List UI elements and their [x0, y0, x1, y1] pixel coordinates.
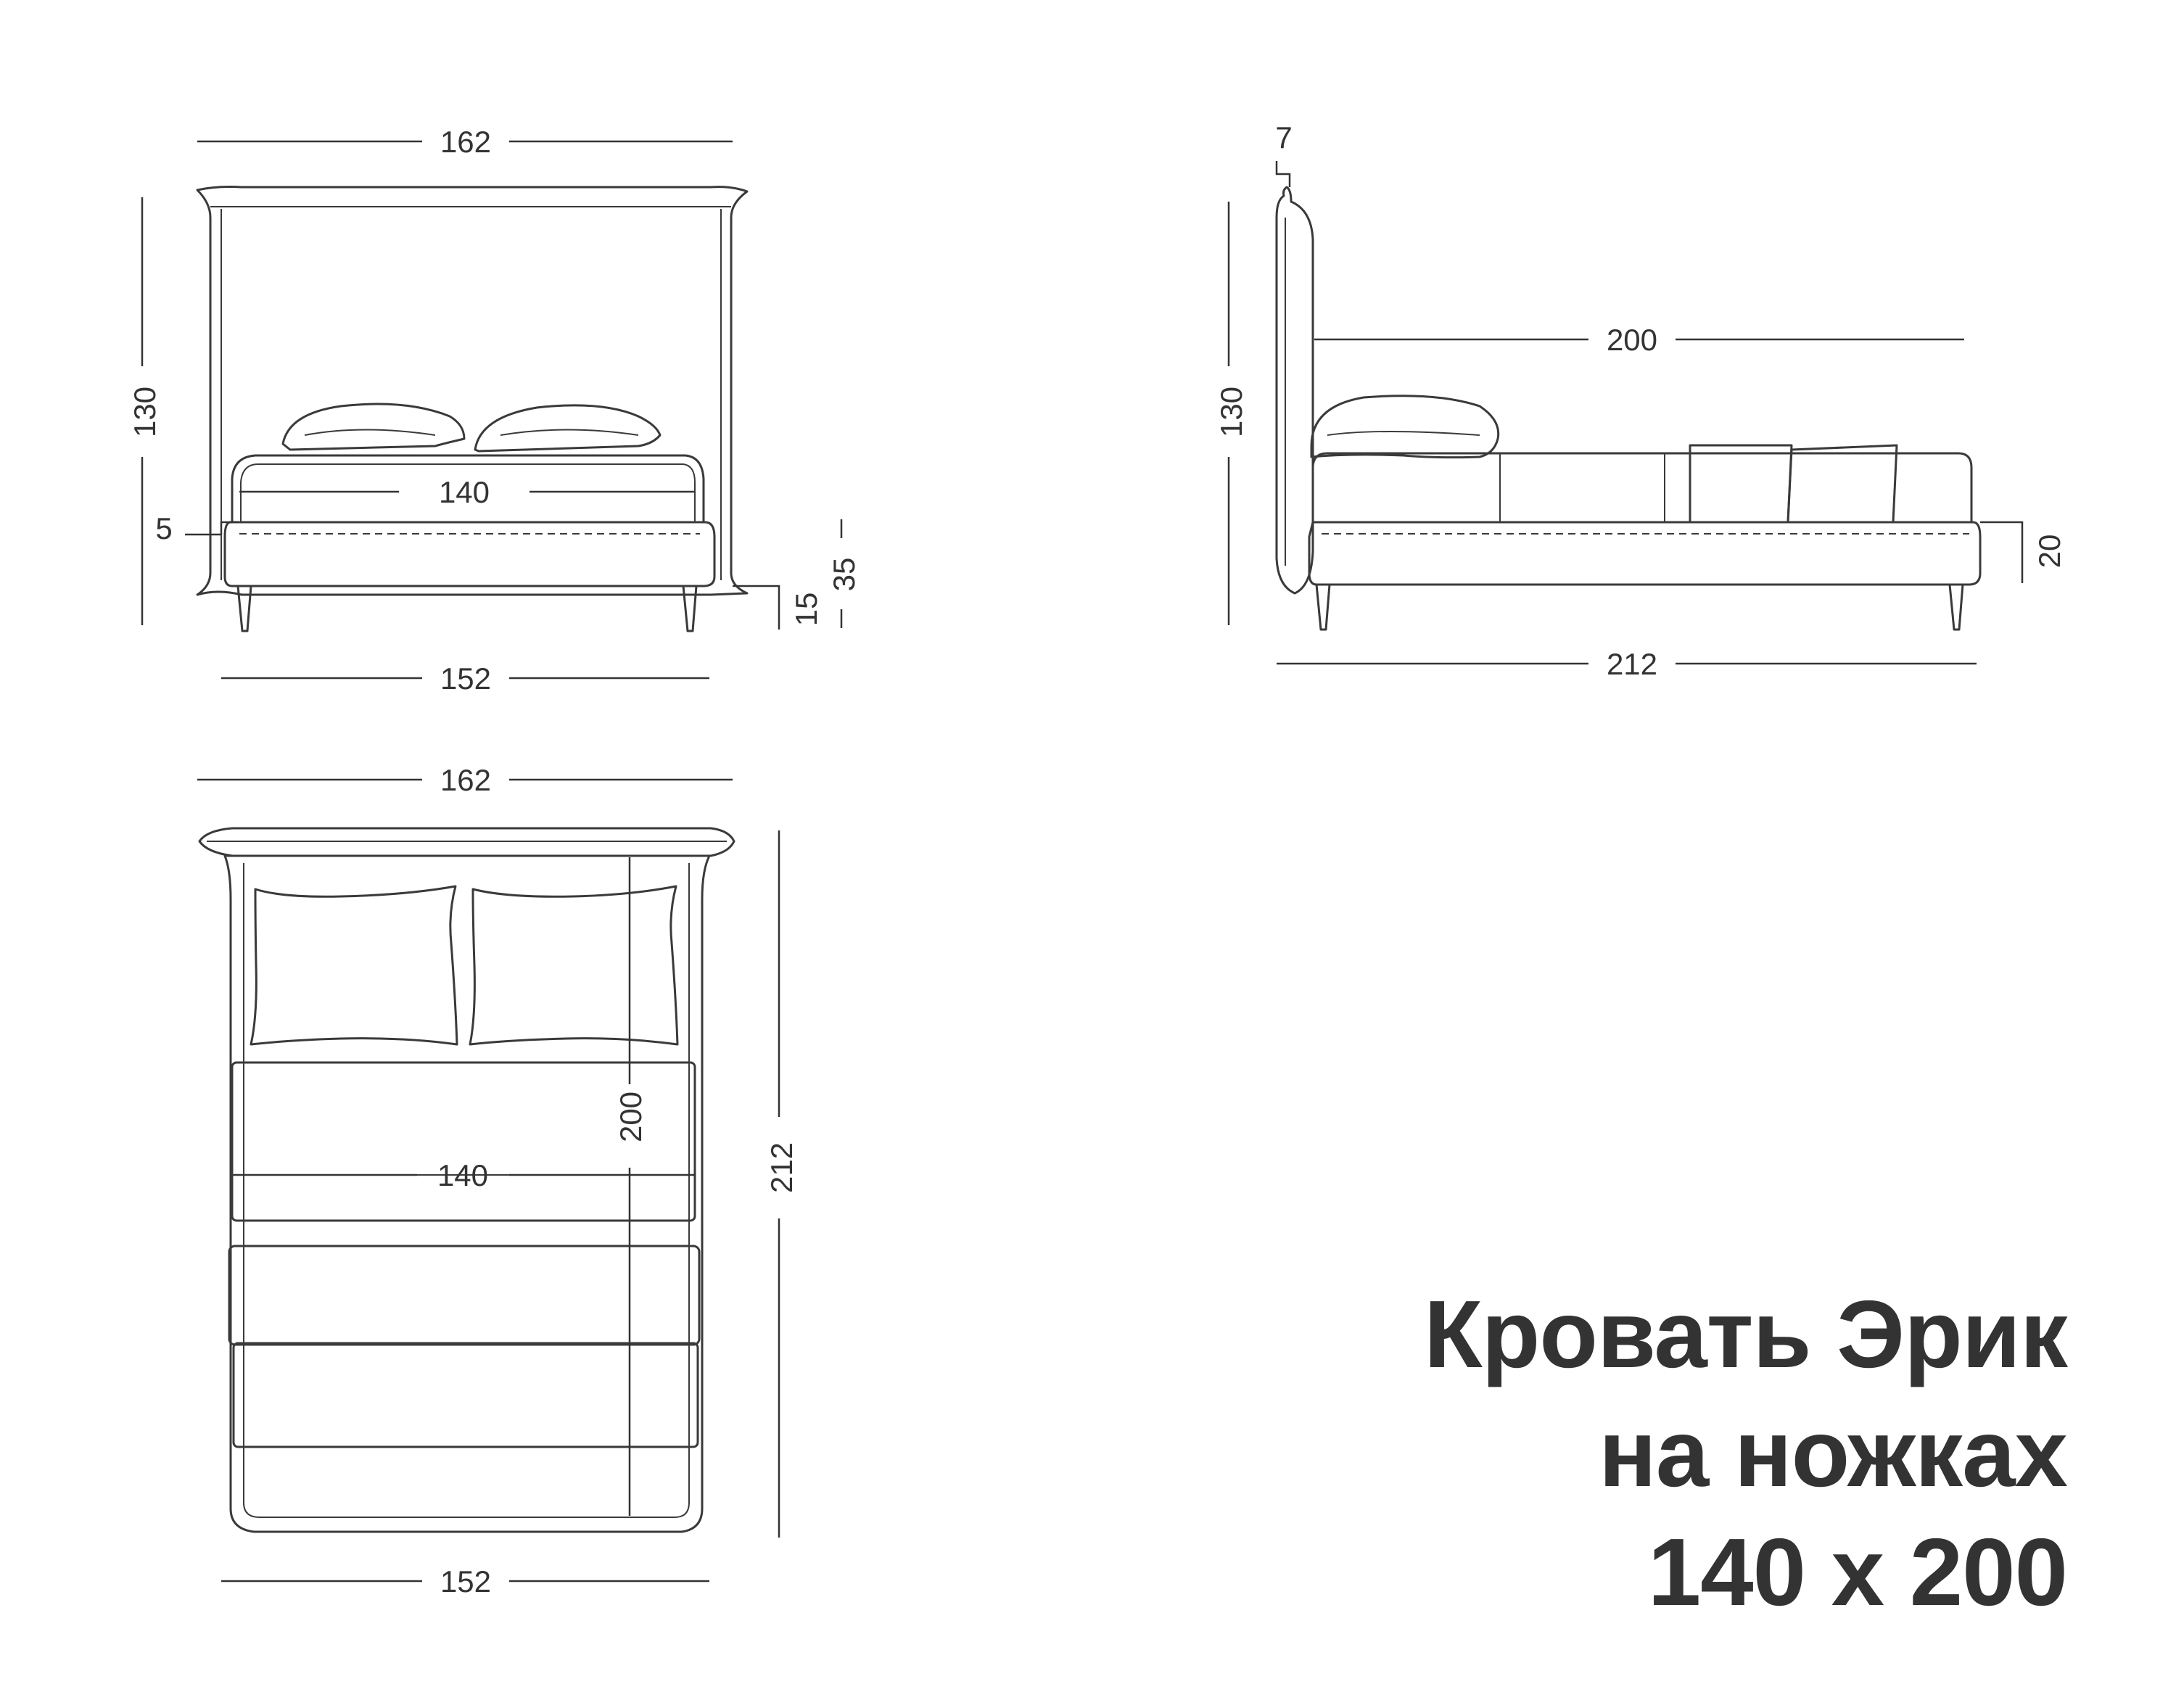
front-leg-left	[236, 585, 252, 632]
dim-top-mattress-width: 140	[437, 1158, 488, 1192]
dim-top-width-total: 162	[440, 763, 491, 797]
side-mattress	[1311, 452, 1973, 524]
title-line-1: Кровать Эрик	[1424, 1281, 2068, 1387]
dim-front-mattress-width: 140	[439, 475, 490, 509]
title-line-3: 140 х 200	[1647, 1519, 2068, 1625]
front-pillow-right	[474, 404, 662, 453]
dim-side-length-total: 212	[1607, 647, 1657, 681]
side-leg-right	[1948, 583, 1964, 631]
title-line-2: на ножках	[1599, 1400, 2068, 1506]
side-headboard	[1275, 186, 1314, 595]
dim-front-width-total: 162	[440, 125, 491, 159]
dim-front-height-total: 130	[128, 387, 162, 437]
side-blanket-top	[1689, 444, 1793, 524]
top-pillow-right	[469, 885, 679, 1046]
top-blanket-upper	[228, 1245, 701, 1346]
side-blanket-bottom	[1786, 444, 1898, 524]
side-view: 7 130 200 20 212	[1214, 120, 2066, 681]
top-headboard	[198, 827, 735, 857]
dim-side-frame-height: 20	[2032, 535, 2066, 569]
dim-top-length-total: 212	[765, 1142, 799, 1193]
dim-front-leg-height: 15	[789, 593, 823, 627]
dim-side-headboard-thickness: 7	[1275, 120, 1292, 154]
front-pillow-left	[281, 403, 466, 451]
top-mattress	[231, 1061, 696, 1222]
top-blanket-lower	[232, 1342, 699, 1448]
dim-top-mattress-length: 200	[614, 1092, 648, 1142]
side-pillow	[1310, 395, 1500, 459]
dim-front-base-height: 35	[827, 558, 861, 592]
top-view: 162 200 140 212 152	[197, 763, 799, 1598]
dim-front-base-width: 152	[440, 661, 491, 696]
dim-top-base-width: 152	[440, 1564, 491, 1598]
product-title: Кровать Эрик на ножках 140 х 200	[1424, 1275, 2068, 1632]
dim-side-height-total: 130	[1214, 387, 1248, 437]
front-base	[223, 521, 716, 587]
side-leg-left	[1315, 583, 1331, 631]
dim-front-inset: 5	[155, 511, 172, 545]
top-frame	[223, 854, 711, 1533]
front-mattress	[231, 454, 705, 524]
front-leg-right	[682, 585, 698, 632]
side-base	[1308, 521, 1982, 586]
top-pillow-left	[250, 885, 458, 1046]
front-view: 162 130 140 5 152 15 35	[128, 125, 861, 696]
dim-side-mattress-length: 200	[1607, 323, 1657, 357]
